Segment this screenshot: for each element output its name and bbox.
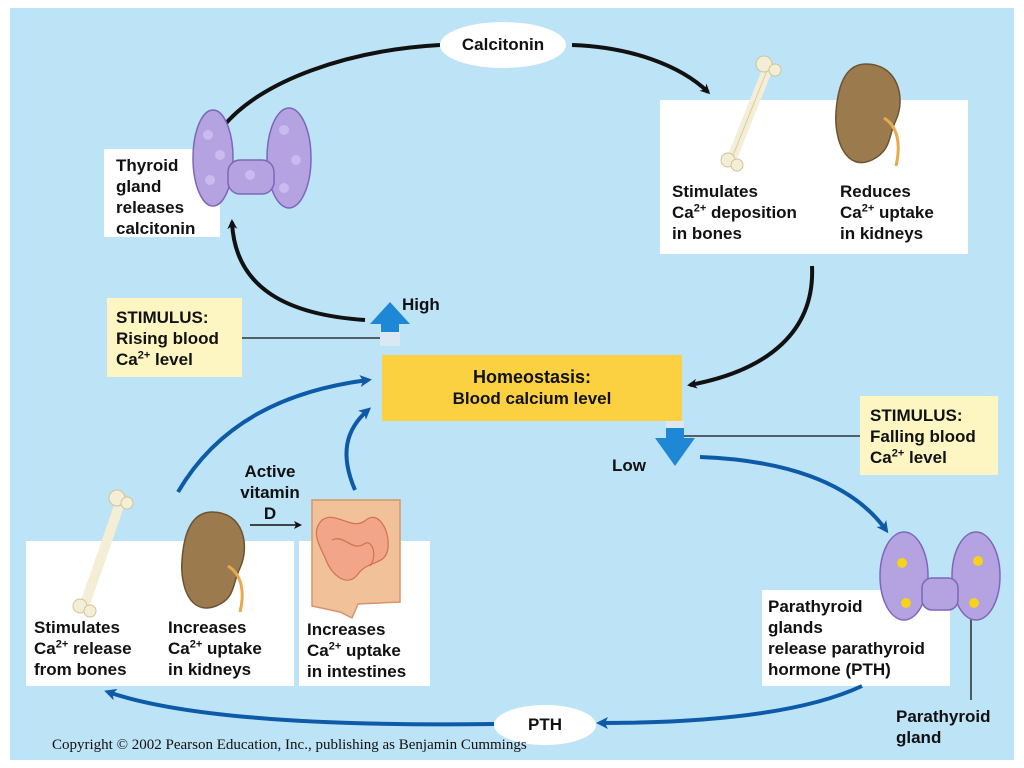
high-label: High	[402, 295, 440, 314]
bone-image-top	[720, 55, 782, 172]
homeostasis-subtitle: Blood calcium level	[452, 389, 612, 408]
intestine-image	[311, 499, 401, 620]
thyroid-gland-image	[192, 107, 312, 209]
arrow-intestine-to-homeostasis	[344, 407, 372, 491]
homeostasis-title: Homeostasis:	[472, 367, 592, 387]
stimulus-rising-box	[107, 298, 242, 377]
stimulus-rising-label: STIMULUS: Rising blood Ca2+ level	[116, 308, 219, 369]
stimulus-falling-label: STIMULUS: Falling blood Ca2+ level	[870, 406, 976, 467]
intestine-increase-label: Increases Ca2+ uptake in intestines	[307, 620, 407, 681]
parathyroid-release-label: Parathyroid glands release parathyroid h…	[768, 597, 925, 679]
kidney-reduce-label: Reduces Ca2+ uptake in kidneys	[840, 182, 934, 243]
arrow-thyroid-to-calcitonin	[220, 43, 441, 130]
arrow-low-to-parathyroid	[699, 455, 889, 534]
bones-release-label: Stimulates Ca2+ release from bones	[34, 618, 132, 679]
high-up-arrow	[370, 302, 410, 346]
low-label: Low	[612, 456, 646, 475]
arrow-calcitonin-to-targets	[571, 43, 711, 95]
stimulus-falling-box	[860, 396, 998, 475]
kidney-image-top	[835, 63, 901, 167]
pth-oval: PTH	[494, 705, 596, 745]
kidney-image-bottom	[181, 511, 246, 613]
bones-deposition-label: Stimulates Ca2+ deposition in bones	[672, 182, 797, 243]
arrow-parathyroid-to-pth	[596, 684, 863, 729]
low-down-arrow	[655, 421, 695, 466]
thyroid-label: Thyroid gland releases calcitonin	[116, 156, 196, 238]
arrow-targets-to-homeostasis	[687, 265, 815, 389]
arrow-pth-to-targets	[104, 688, 495, 727]
parathyroid-gland-label: Parathyroid gland	[896, 707, 991, 747]
vitamin-d-label: Active vitamin D	[240, 462, 300, 523]
arrow-high-to-thyroid	[227, 219, 366, 322]
bone-kidney-low-box	[26, 541, 294, 686]
arrow-bones-kidney-to-homeostasis	[176, 375, 372, 494]
homeostasis-box: Homeostasis: Blood calcium level	[382, 355, 682, 421]
copyright-text: Copyright © 2002 Pearson Education, Inc.…	[52, 737, 527, 753]
bone-kidney-high-box	[660, 100, 968, 254]
calcitonin-oval: Calcitonin	[440, 22, 566, 68]
kidney-increase-label: Increases Ca2+ uptake in kidneys	[168, 618, 262, 679]
bone-image-bottom	[72, 489, 134, 618]
parathyroid-gland-image	[879, 531, 1001, 621]
